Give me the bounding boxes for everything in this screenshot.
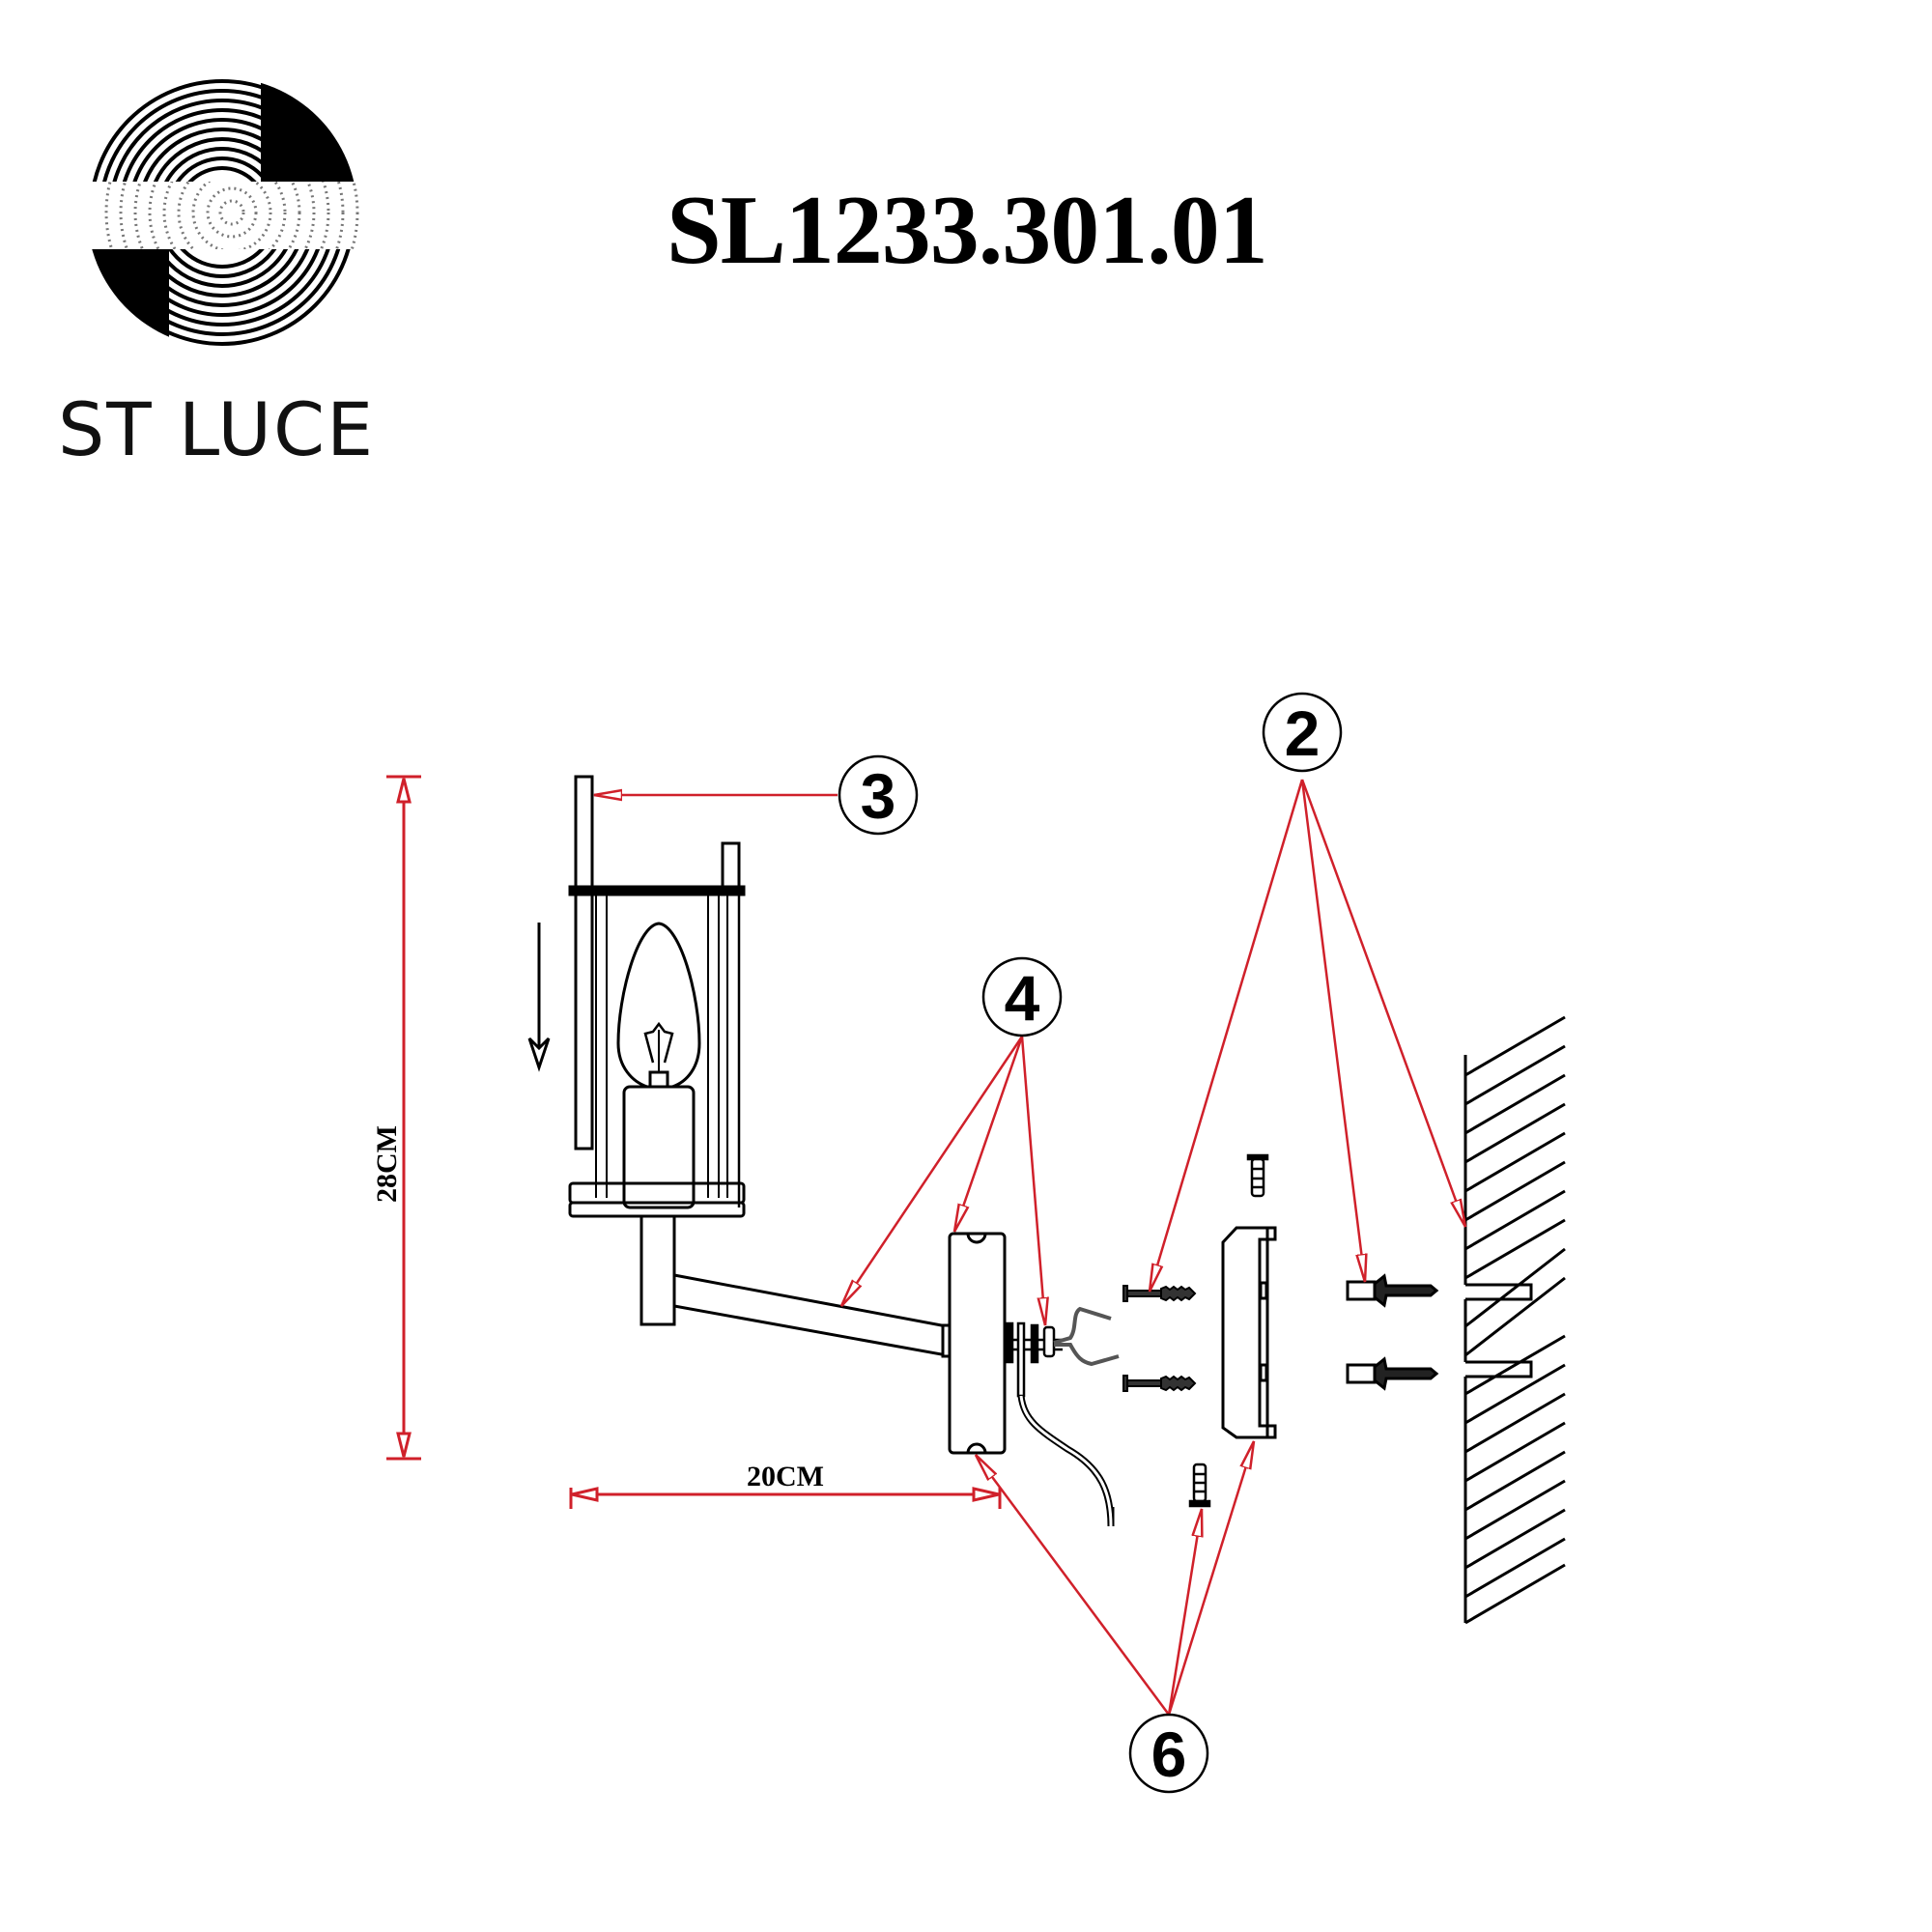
height-dimension-label: 28CM [371,1125,403,1203]
backplate [948,1232,1007,1455]
arrow-down-icon [527,923,551,1072]
brand-name: ST LUCE [58,386,376,472]
callout-4: 4 [981,956,1063,1037]
height-dimension [386,775,421,1461]
svg-text:6: 6 [1151,1719,1187,1790]
svg-text:3: 3 [861,760,896,832]
callout-6: 6 [1128,1713,1209,1794]
mounting-bracket [1221,1226,1277,1439]
wall-section [1463,1015,1566,1625]
leader-lines [594,779,1465,1716]
screws-left [1122,1285,1197,1392]
callout-2: 2 [1262,692,1343,773]
brand-logo: ST LUCE [58,68,386,473]
wall-anchors [1346,1273,1439,1391]
model-number-title: SL1233.301.01 [667,176,1268,285]
bracket-screws [1188,1153,1269,1508]
width-dimension-label: 20CM [747,1461,824,1492]
svg-text:2: 2 [1285,697,1321,769]
wire-connector [1005,1306,1120,1527]
lamp-body [568,775,1007,1455]
svg-text:4: 4 [1005,962,1040,1034]
concentric-circles-s-logo-icon [87,77,359,348]
width-dimension [569,1487,1002,1509]
callout-3: 3 [838,754,919,836]
lamp-shade-panel [574,775,594,1151]
